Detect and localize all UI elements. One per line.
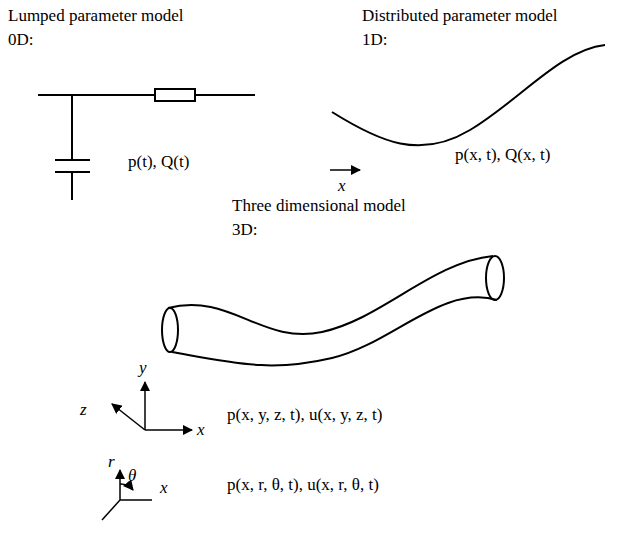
variable-label: p(x, y, z, t), u(x, y, z, t) — [227, 405, 382, 425]
axis-label: x — [338, 176, 346, 196]
axes-symbol — [112, 382, 192, 430]
axis-arrow — [330, 169, 360, 171]
tube-illustration — [162, 256, 504, 365]
vessel-line — [332, 45, 605, 145]
axis-label: x — [160, 478, 168, 498]
variable-label: p(x, r, θ, t), u(x, r, θ, t) — [227, 475, 379, 495]
heading: Three dimensional model — [232, 196, 406, 216]
heading: Distributed parameter model — [362, 6, 557, 26]
heading: 3D: — [232, 220, 258, 240]
variable-label: p(t), Q(t) — [128, 152, 189, 172]
axis-label: z — [80, 400, 87, 420]
axis-label: r — [108, 452, 115, 472]
axis-label: θ — [128, 466, 136, 486]
axis-label: y — [139, 358, 147, 378]
variable-label: p(x, t), Q(x, t) — [455, 145, 550, 165]
heading: 0D: — [8, 30, 34, 50]
circuit-symbol — [38, 89, 255, 200]
axes-symbol — [102, 470, 152, 520]
heading: 1D: — [362, 30, 388, 50]
heading: Lumped parameter model — [8, 6, 184, 26]
axis-label: x — [197, 420, 205, 440]
